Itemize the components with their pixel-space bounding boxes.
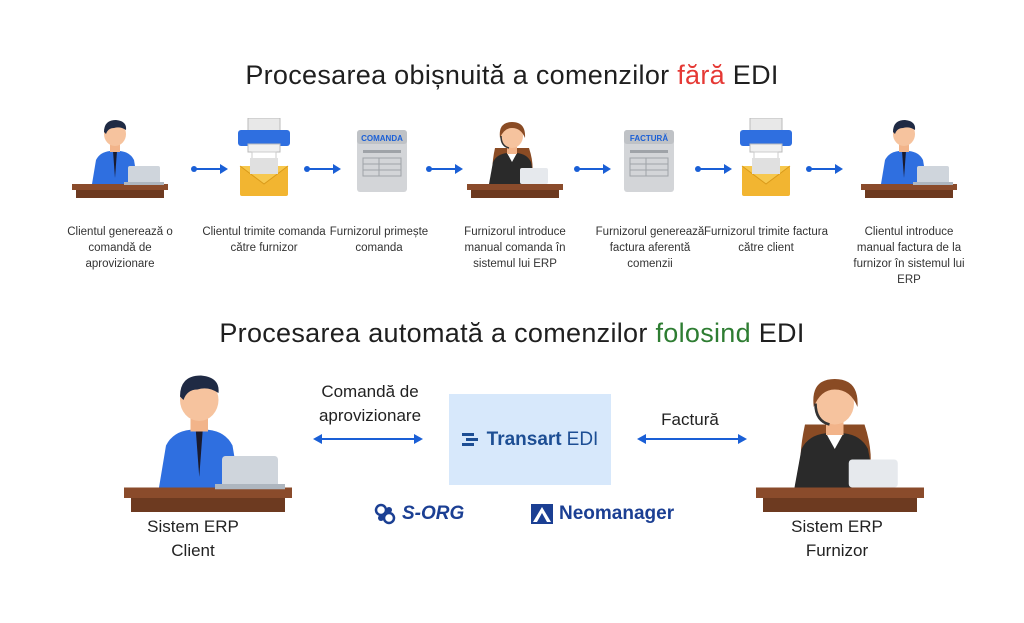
step-client-generates-order: Clientul generează o comandă de aprovizi… [57,118,183,298]
supplier-erp-caption: Sistem ERP Furnizor [791,517,883,560]
woman-at-desk-icon [465,118,565,198]
step-caption: Furnizorul generează factura aferentă co… [595,226,705,270]
document-icon: COMANDA [357,130,407,192]
printer-envelope-icon [739,118,793,197]
bidirectional-arrow-icon [637,434,747,444]
invoice-arrow-label: Factură [661,410,719,429]
sorg-logo: S-ORG [374,503,464,525]
step-caption: Clientul generează o comandă de aprovizi… [67,226,173,270]
title-without-edi: Procesarea obișnuită a comenzilor fără E… [245,60,779,90]
transart-logo-icon [461,432,478,446]
client-erp-caption: Sistem ERP Client [147,517,239,560]
arrow-right-icon [574,164,611,174]
step-caption: Furnizorul introduce manual comanda în s… [464,226,566,270]
step-caption: Furnizorul primește comanda [329,226,429,254]
step-supplier-sends-invoice: Furnizorul trimite factura către client [703,118,829,298]
client-man-at-desk-icon [118,372,298,512]
title-highlight-folosind: folosind [655,318,751,348]
supplier-woman-at-desk-icon [750,372,930,512]
title-highlight-fara: fără [677,60,725,90]
arrow-right-icon [191,164,228,174]
bidirectional-arrow-icon [313,434,423,444]
step-caption: Furnizorul trimite factura către client [704,226,828,254]
step-supplier-receives-order: COMANDA Furnizorul primește comanda [316,118,442,298]
svg-text:COMANDA: COMANDA [361,134,403,143]
step-supplier-generates-invoice: FACTURĂ Furnizorul generează factura afe… [587,118,713,298]
neomanager-logo: Neomanager [531,503,674,525]
printer-envelope-icon [237,118,291,197]
document-icon: FACTURĂ [624,130,674,192]
svg-text:FACTURĂ: FACTURĂ [630,134,668,143]
order-arrow-label: Comandă de aprovizionare [318,382,422,425]
arrow-right-icon [426,164,463,174]
arrow-right-icon [695,164,732,174]
step-client-sends-order: Clientul trimite comanda către furnizor [201,118,327,298]
arrow-right-icon [304,164,341,174]
step-client-enters-invoice: Clientul introduce manual factura de la … [846,118,972,298]
man-at-desk-icon [70,118,170,198]
title-with-edi: Procesarea automată a comenzilor folosin… [219,318,805,348]
sorg-logo-icon [374,503,396,525]
step-supplier-enters-order: Furnizorul introduce manual comanda în s… [452,118,578,298]
step-caption: Clientul introduce manual factura de la … [853,226,965,286]
neomanager-logo-icon [531,504,553,524]
step-caption: Clientul trimite comanda către furnizor [202,226,326,254]
man-at-desk-icon [859,118,959,198]
arrow-right-icon [806,164,843,174]
